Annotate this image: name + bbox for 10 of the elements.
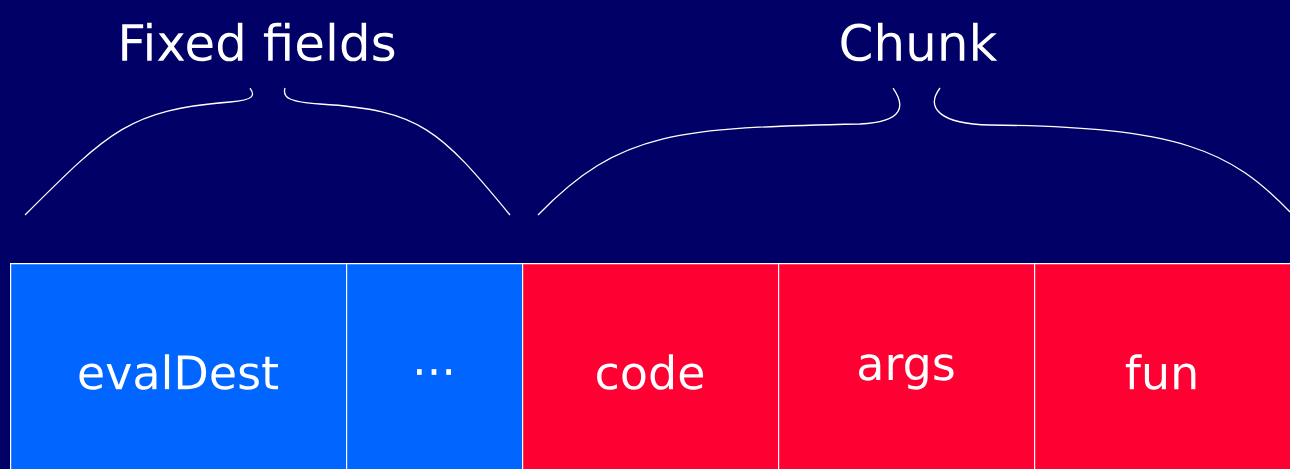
field-cell: fun: [1034, 263, 1290, 469]
field-cell: ...: [346, 263, 524, 469]
field-cell: code: [522, 263, 780, 469]
node-label: evalDest: [79, 354, 279, 390]
brace-label: Fixed fields: [122, 22, 395, 62]
field-cell: evalDest: [10, 263, 348, 469]
node-label: code: [597, 354, 704, 390]
field-cell: args: [778, 263, 1036, 469]
brace-label: Chunk: [841, 22, 998, 62]
node-label: args: [859, 354, 954, 390]
